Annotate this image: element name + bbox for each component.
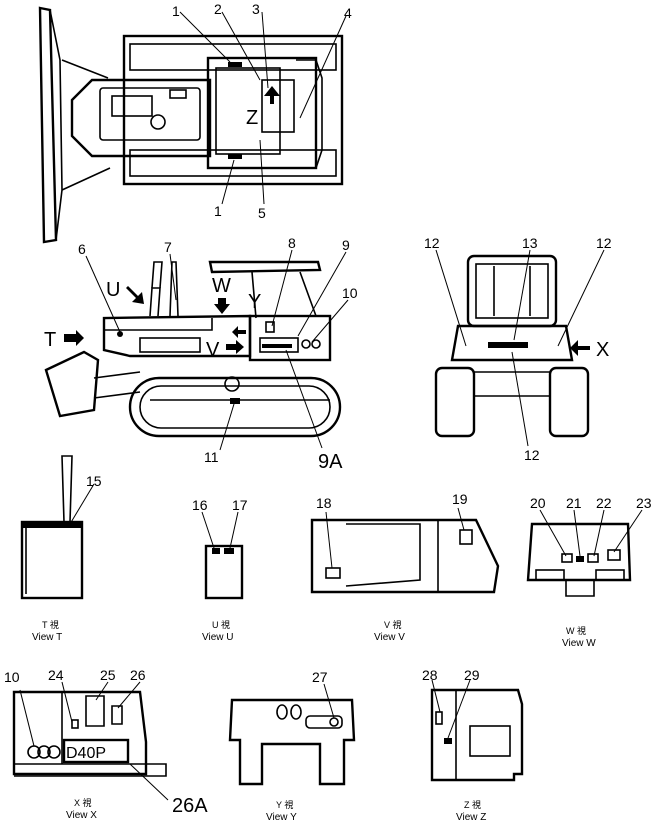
view-v-label: View V (374, 632, 405, 643)
side-view-dozer (44, 260, 342, 438)
rear-view-dozer (434, 254, 590, 438)
callout-24: 24 (48, 667, 64, 683)
view-v-kanji: V 視 (384, 619, 402, 630)
callout-21: 21 (566, 495, 582, 511)
callout-9: 9 (342, 237, 350, 253)
callout-25: 25 (100, 667, 116, 683)
view-y-label: View Y (266, 812, 297, 821)
rear-view-callouts: 12 13 12 12 X (424, 235, 612, 463)
view-t-label: View T (32, 632, 62, 643)
callout-8: 8 (288, 235, 296, 251)
callout-26: 26 (130, 667, 146, 683)
view-x-label: View X (66, 810, 97, 821)
callout-1: 1 (214, 203, 222, 219)
view-letter-v: V (206, 339, 220, 361)
top-view-dozer (38, 6, 344, 244)
view-y-detail: 27 Y 視 View Y (228, 669, 356, 821)
view-x-kanji: X 視 (74, 797, 92, 808)
callout-3: 3 (252, 1, 260, 17)
view-u-label: View U (202, 632, 234, 643)
top-view-callouts: 1 2 3 4 1 5 Z (172, 1, 352, 221)
callout-28: 28 (422, 667, 438, 683)
side-view-callouts: 6 7 8 9 10 11 9A U W Y T V (44, 235, 358, 473)
callout-27: 27 (312, 669, 328, 685)
callout-16: 16 (192, 497, 208, 513)
callout-7: 7 (164, 239, 172, 255)
callout-1: 1 (172, 3, 180, 19)
view-z-kanji: Z 視 (464, 799, 481, 810)
view-t-kanji: T 視 (42, 619, 59, 630)
view-y-kanji: Y 視 (276, 799, 293, 810)
view-x-detail: D40P 10 24 25 26 26A X 視 View X (4, 667, 208, 821)
callout-20: 20 (530, 495, 546, 511)
view-letter-u: U (106, 279, 120, 301)
view-w-label: View W (562, 638, 596, 649)
callout-12: 12 (596, 235, 612, 251)
callout-17: 17 (232, 497, 248, 513)
callout-18: 18 (316, 495, 332, 511)
view-u-kanji: U 視 (212, 619, 230, 630)
callout-26a: 26A (172, 795, 208, 817)
view-w-kanji: W 視 (566, 625, 586, 636)
view-letter-z: Z (246, 107, 258, 129)
callout-10: 10 (4, 669, 20, 685)
view-letter-t: T (44, 329, 56, 351)
callout-5: 5 (258, 205, 266, 221)
view-letter-x: X (596, 339, 609, 361)
view-letter-w: W (212, 275, 231, 297)
view-u-detail: 16 17 U 視 View U (192, 497, 248, 643)
callout-6: 6 (78, 241, 86, 257)
callout-11: 11 (204, 449, 219, 465)
callout-19: 19 (452, 491, 468, 507)
callout-15: 15 (86, 473, 102, 489)
callout-10: 10 (342, 285, 358, 301)
view-z-label: View Z (456, 812, 486, 821)
view-v-detail: 18 19 V 視 View V (310, 491, 500, 643)
callout-13: 13 (522, 235, 538, 251)
view-w-detail: 20 21 22 23 W 視 View W (526, 495, 652, 649)
callout-2: 2 (214, 1, 222, 17)
callout-9a: 9A (318, 451, 343, 473)
model-plate-text: D40P (66, 745, 106, 762)
view-t-detail: 15 T 視 View T (20, 455, 102, 643)
callout-12: 12 (524, 447, 540, 463)
callout-29: 29 (464, 667, 480, 683)
callout-4: 4 (344, 5, 352, 21)
callout-22: 22 (596, 495, 612, 511)
callout-23: 23 (636, 495, 652, 511)
view-letter-y: Y (248, 291, 261, 313)
callout-12: 12 (424, 235, 440, 251)
view-z-detail: 28 29 Z 視 View Z (422, 667, 524, 821)
